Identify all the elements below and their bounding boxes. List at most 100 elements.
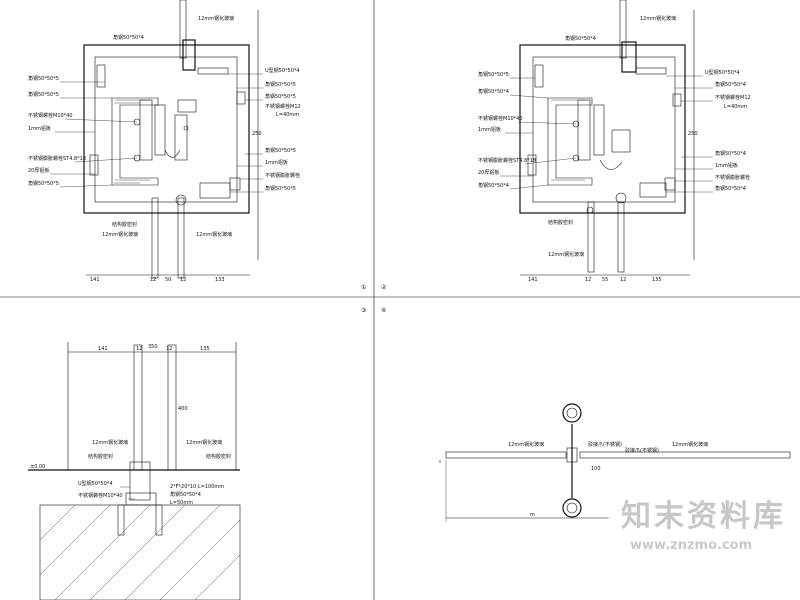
p1-label-r7: 1mm铝板 [265,159,288,166]
watermark: 知末资料库 www.znzmo.com [608,478,800,558]
p2-dim-12a: 12 [585,277,591,283]
p2-label-l7: 角钢50*50*4 [478,182,509,189]
p1-label-l2: 角钢50*50*5 [28,75,59,82]
p2-inner-frame [532,56,676,203]
p3-label-e2: 角钢50*50*4 [170,491,201,498]
p1-outer-frame [83,44,250,214]
p2-label-l4: 1mm铝板 [478,126,501,133]
p4-spider-head-top [562,403,582,423]
p4-spider-head-bottom [562,498,582,518]
p2-label-r5: 角钢50*50*4 [715,150,746,157]
panel-number-4: ④ [381,307,386,314]
p2-outer-frame [519,44,686,214]
p3-dim-top: 350 [148,344,158,350]
p4-label-g1: 12mm钢化玻璃 [508,441,544,448]
p1-dim-50: 50 [165,277,171,283]
watermark-title: 知末资料库 [621,499,786,534]
p3-dim-141: 141 [98,346,108,352]
p1-label-l8: 角钢50*50*5 [28,180,59,187]
p2-label-b1: 结构胶密封 [548,219,573,226]
p2-dim-135: 135 [652,277,662,283]
p1-label-l3: 角钢50*50*5 [28,91,59,98]
p1-steel-channel [111,97,159,186]
p2-label-b2: 12mm钢化玻璃 [548,251,584,258]
p3-dim-400: 400 [178,406,188,412]
p3-label-bolt: 不锈钢螺栓M10*40 [78,492,123,499]
p2-bottom-glass-right [617,201,625,273]
p1-label-r8: 不锈钢膨胀螺栓 [265,172,300,179]
p3-label-e3: L=50mm [170,500,193,506]
p1-dim-250: 250 [252,131,262,137]
p3-label-e1: 2*F*20*10 L=100mm [170,484,224,490]
p3-base-channel [129,461,151,501]
p1-label-r6: 角钢50*50*5 [265,147,296,154]
p1-label-b1: 结构胶密封 [112,221,137,228]
p1-label-r1: U型钢50*50*4 [265,67,300,74]
p2-label-top-glass: 12mm钢化玻璃 [640,15,676,22]
p3-label-g1: 12mm钢化玻璃 [92,439,128,446]
p4-label-f1: 驳接爪(不锈钢) [588,441,622,448]
p2-dim-12b: 12 [620,277,626,283]
detail-panel-1: 141 12 50 12 133 250 12mm钢化玻璃 角钢50*50*4 … [28,0,301,283]
p4-glass-right [579,451,791,459]
p1-label-l4: 不锈钢螺栓M10*40 [28,112,73,119]
p3-label-g2: 12mm钢化玻璃 [186,439,222,446]
panel-number-3: ③ [361,307,366,314]
p1-dim-141: 141 [90,277,100,283]
p1-label-b3: 12mm钢化玻璃 [196,231,232,238]
p4-glass-left [445,451,567,459]
detail-panel-3: 350 141 12 12 135 400 12mm钢化玻璃 12mm钢化玻璃 … [28,342,241,600]
p2-dim-250: 250 [688,131,698,137]
p2-label-l5: 不锈钢膨胀螺栓ST4.8*18 [478,157,536,164]
p3-concrete-slab [39,504,241,600]
p4-dim-100: 100 [591,466,601,472]
p2-dim-55: 55 [602,277,608,283]
p2-label-l0: 角钢50*50*4 [565,35,596,42]
detail-panel-2: 141 12 55 12 135 250 12mm钢化玻璃 角钢50*50*4 … [478,0,751,283]
p1-label-l7: 20厚铝板 [28,167,49,174]
detail-panel-4: 12mm钢化玻璃 驳接爪(不锈钢) 驳接爪(不锈钢) 12mm钢化玻璃 100 … [439,403,791,522]
p2-label-r6: 1mm铝板 [715,162,738,169]
p3-dim-12a: 12 [136,346,142,352]
p2-steel-channel [547,97,593,186]
watermark-url: www.znzmo.com [630,538,752,553]
p1-label-top-glass: 12mm钢化玻璃 [198,15,234,22]
p3-concrete-hatch [39,504,241,600]
p2-label-l6: 20厚铝板 [478,169,499,176]
p4-label-f2: 驳接爪(不锈钢) [625,447,659,454]
p1-dim-133: 133 [215,277,225,283]
p1-bottom-glass-right [177,197,185,279]
p2-label-l2: 角钢50*50*4 [478,88,509,95]
p1-dim-12b: 12 [180,277,186,283]
p1-bottom-glass-left [151,197,159,279]
p1-label-r5: L=40mm [276,112,299,118]
p4-label-g2: 12mm钢化玻璃 [672,441,708,448]
p3-label-side-r: 结构胶密封 [206,453,231,460]
p1-label-r3: 角钢50*50*5 [265,93,296,100]
p1-inner-frame [94,56,238,203]
p1-label-r9: 角钢50*50*5 [265,185,296,192]
panel-number-2: ② [381,284,387,291]
p2-bottom-glass-left [587,201,595,273]
panel-number-1: ① [361,284,366,291]
p1-label-l6: 不锈钢膨胀螺栓ST4.8*18 [28,155,86,162]
p3-dim-135: 135 [200,346,210,352]
p2-label-l3: 不锈钢螺栓M10*40 [478,115,523,122]
p3-dim-12b: 12 [166,346,172,352]
p1-label-b2: 12mm钢化玻璃 [102,231,138,238]
p1-glass-clamp [182,39,196,71]
p1-label-r2: 角钢50*50*5 [265,81,296,88]
p4-dim-m: m [530,512,535,518]
p1-dim-12a: 12 [150,277,156,283]
p2-glass-clamp [621,41,637,73]
p3-label-u: U型钢50*50*4 [78,480,113,487]
p2-label-r8: 角钢50*50*4 [715,185,746,192]
p1-label-r4: 不锈钢螺栓M12 [265,103,301,110]
p3-glass-right [167,344,177,471]
p2-top-glass [619,0,627,59]
p2-label-l1: 角钢50*50*5 [478,71,509,78]
p3-label-floor: ±0.00 [30,464,45,470]
p2-dim-141: 141 [528,277,538,283]
